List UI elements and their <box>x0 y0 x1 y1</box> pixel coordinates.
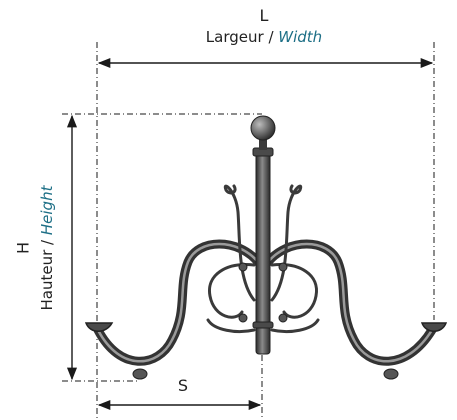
ring-knobs <box>132 262 399 380</box>
right-low-knob <box>278 313 288 323</box>
width-caption: Largeur / Width <box>206 28 322 46</box>
left-cup <box>84 322 114 332</box>
left-inner-scroll <box>208 263 256 319</box>
height-caption: Hauteur / Height <box>38 184 56 310</box>
width-caption-fr: Largeur / <box>206 28 278 46</box>
height-caption-en: Height <box>38 184 56 235</box>
right-lower-curl <box>270 318 320 334</box>
post-neck <box>259 138 267 150</box>
left-arm-highlight <box>96 242 260 363</box>
finial-ball <box>250 115 276 141</box>
left-low-knob <box>238 313 248 323</box>
right-arm <box>263 239 437 366</box>
dimension-guides <box>62 42 435 418</box>
right-mid-knob <box>278 262 288 272</box>
spacing-symbol: S <box>178 376 188 395</box>
right-inner-scroll <box>270 263 318 319</box>
right-arm-highlight <box>266 242 434 363</box>
right-cup <box>420 322 448 332</box>
bracket-arms <box>93 239 437 366</box>
left-mid-knob <box>238 262 248 272</box>
right-bottom-knob <box>383 368 399 380</box>
width-symbol: L <box>260 6 269 25</box>
lamp-cups <box>84 322 448 332</box>
lamp-bracket <box>84 115 448 380</box>
height-caption-fr: Hauteur / <box>38 235 56 310</box>
left-bottom-knob <box>132 368 148 380</box>
height-symbol: H <box>14 242 33 254</box>
left-arm <box>93 239 263 366</box>
width-caption-en: Width <box>278 28 322 46</box>
post-band-lower <box>252 321 274 329</box>
left-lower-curl <box>206 318 256 334</box>
